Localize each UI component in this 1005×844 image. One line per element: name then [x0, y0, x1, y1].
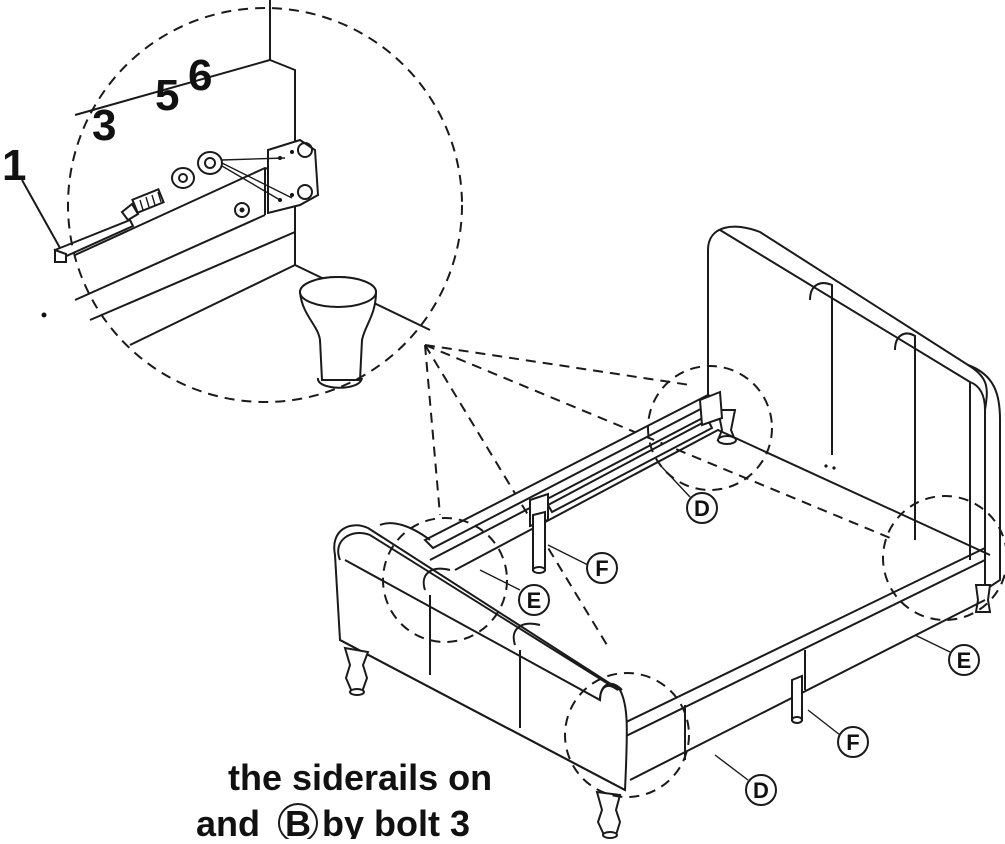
- joint-circle-left: [382, 517, 508, 643]
- label-d-far: D: [659, 464, 718, 524]
- svg-text:F: F: [846, 730, 859, 755]
- instruction-text: the siderails on and B by bolt 3: [196, 757, 492, 844]
- joint-circle-back: [647, 365, 773, 491]
- near-side-rail-mid: [621, 559, 986, 739]
- detail-leg: [298, 276, 378, 389]
- part-number-1: 1: [2, 141, 26, 190]
- far-side-rail: [423, 390, 724, 561]
- footboard-leg-left: [343, 646, 370, 696]
- label-f-front: F: [807, 709, 869, 758]
- detail-rail-bottom: [74, 214, 266, 301]
- part-number-5: 5: [155, 71, 179, 120]
- headboard: [707, 225, 1001, 592]
- detail-panel-lower: [89, 231, 296, 321]
- part-number-3: 3: [92, 101, 116, 150]
- label-f-center: F: [547, 544, 618, 584]
- svg-text:D: D: [694, 496, 710, 521]
- near-side-rail-top: [619, 547, 986, 726]
- part-number-6: 6: [188, 51, 212, 100]
- label-d-near: D: [714, 754, 777, 806]
- detail-bracket: [267, 138, 320, 215]
- detail-floor-line-2: [129, 264, 296, 346]
- flat-washer-part-6: [197, 151, 223, 175]
- near-side-rail-bottom: [629, 599, 986, 781]
- center-support-leg: [529, 492, 549, 574]
- bed-frame: [333, 225, 1005, 839]
- instruction-line-2-end: by bolt 3: [322, 803, 470, 839]
- instruction-line-1: the siderails on: [228, 757, 492, 798]
- allen-key-part-1: [53, 218, 135, 263]
- svg-text:F: F: [595, 556, 608, 581]
- joint-circle-right: [882, 495, 1005, 621]
- footboard-leg-right: [595, 790, 622, 839]
- joint-circle-front: [564, 672, 690, 798]
- front-support-leg: [791, 674, 803, 724]
- svg-text:E: E: [957, 648, 972, 673]
- spring-washer-part-5: [171, 167, 195, 189]
- bolt-part-3: [120, 187, 165, 222]
- rail-bolt-hole-center: [239, 207, 245, 213]
- alignment-lines: [221, 157, 293, 201]
- stray-dot: [41, 312, 47, 318]
- instruction-line-2-start: and: [196, 803, 260, 839]
- label-e-right: E: [914, 634, 980, 676]
- rail-bolt-hole: [234, 202, 250, 218]
- detail-magnified-view: 1 3 5 6: [2, 0, 463, 403]
- part-1-leader: [21, 179, 61, 249]
- svg-text:D: D: [753, 778, 769, 803]
- footboard: [333, 522, 628, 792]
- detail-callout-circle: [67, 7, 463, 403]
- callout-lines: [424, 344, 896, 651]
- svg-text:E: E: [527, 588, 542, 613]
- instruction-letter-b: B: [285, 803, 311, 839]
- label-e-left: E: [479, 569, 550, 616]
